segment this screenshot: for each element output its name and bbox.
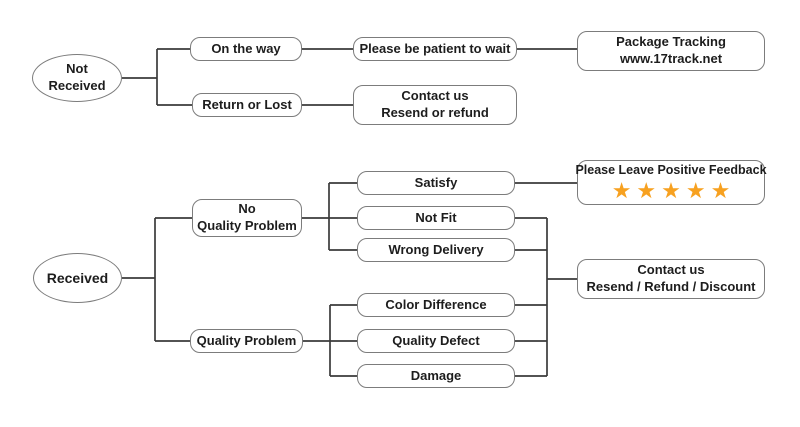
node-package-tracking: Package Tracking www.17track.net xyxy=(577,31,765,71)
node-contact-resend-refund-discount: Contact us Resend / Refund / Discount xyxy=(577,259,765,299)
node-contact-resend-refund: Contact us Resend or refund xyxy=(353,85,517,125)
node-no-quality-problem-line1: No xyxy=(238,201,256,217)
node-received-label: Received xyxy=(46,269,109,286)
node-not-received: Not Received xyxy=(32,54,122,102)
node-quality-problem: Quality Problem xyxy=(190,329,303,353)
node-contact-resend-refund-line2: Resend or refund xyxy=(381,105,489,120)
node-satisfy: Satisfy xyxy=(357,171,515,195)
node-not-fit: Not Fit xyxy=(357,206,515,230)
node-package-tracking-url: www.17track.net xyxy=(619,51,723,66)
node-on-the-way: On the way xyxy=(190,37,302,61)
node-no-quality-problem: No Quality Problem xyxy=(192,199,302,237)
node-be-patient-label: Please be patient to wait xyxy=(359,40,511,56)
node-damage: Damage xyxy=(357,364,515,388)
node-positive-feedback-title: Please Leave Positive Feedback xyxy=(575,163,767,178)
node-contact-resend-refund-line1: Contact us xyxy=(401,88,469,104)
node-color-difference: Color Difference xyxy=(357,293,515,317)
node-be-patient: Please be patient to wait xyxy=(353,37,517,61)
node-not-fit-label: Not Fit xyxy=(415,209,457,225)
node-return-or-lost-label: Return or Lost xyxy=(202,96,292,112)
node-on-the-way-label: On the way xyxy=(211,40,281,56)
node-quality-problem-label: Quality Problem xyxy=(196,332,297,348)
five-star-rating-icon: ★★★★★ xyxy=(611,177,736,203)
node-return-or-lost: Return or Lost xyxy=(192,93,302,117)
node-wrong-delivery-label: Wrong Delivery xyxy=(388,241,484,257)
node-damage-label: Damage xyxy=(410,367,462,383)
node-not-received-line2: Received xyxy=(48,78,106,93)
node-contact-discount-line1: Contact us xyxy=(637,262,705,278)
node-no-quality-problem-line2: Quality Problem xyxy=(197,218,297,233)
node-quality-defect: Quality Defect xyxy=(357,329,515,353)
node-quality-defect-label: Quality Defect xyxy=(392,332,480,348)
node-wrong-delivery: Wrong Delivery xyxy=(357,238,515,262)
node-received: Received xyxy=(33,253,122,303)
node-contact-discount-line2: Resend / Refund / Discount xyxy=(586,279,756,294)
node-satisfy-label: Satisfy xyxy=(414,174,458,190)
node-not-received-line1: Not xyxy=(66,61,88,77)
node-positive-feedback: Please Leave Positive Feedback ★★★★★ xyxy=(575,160,767,205)
node-package-tracking-line1: Package Tracking xyxy=(616,34,726,50)
node-color-difference-label: Color Difference xyxy=(385,296,487,312)
